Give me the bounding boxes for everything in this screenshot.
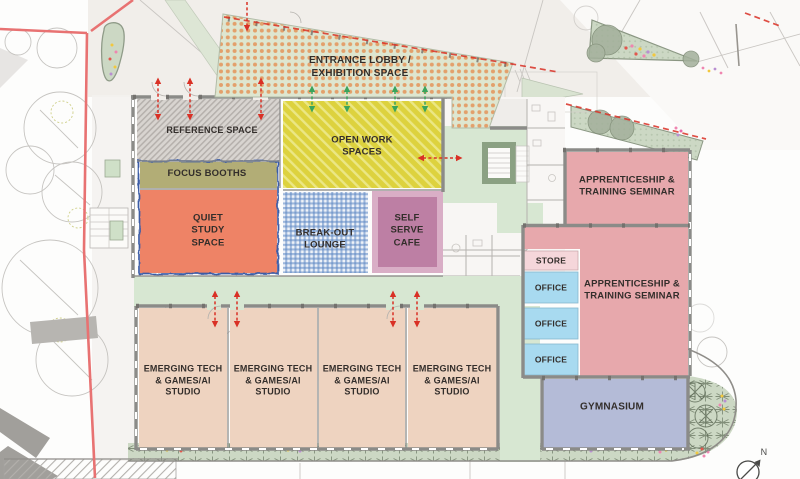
rooms-left-block xyxy=(137,99,443,275)
room-breakout-lounge xyxy=(283,192,368,273)
kerb-line xyxy=(128,339,737,462)
flower-bed xyxy=(100,22,125,82)
green-trees xyxy=(586,24,700,141)
compass-north-label: N xyxy=(760,447,768,457)
left-landscape xyxy=(0,5,728,479)
wall-details xyxy=(132,94,691,450)
room-studio-4 xyxy=(408,308,497,448)
room-open-work xyxy=(283,101,443,188)
label-studio-1: EMERGING TECH & GAMES/AI STUDIO xyxy=(143,363,223,397)
rooms-studios xyxy=(139,308,497,448)
room-entrance-lobby xyxy=(214,13,514,129)
label-store: STORE xyxy=(535,255,567,266)
red-dashed-lines xyxy=(223,12,781,140)
room-studio-2 xyxy=(230,308,317,448)
label-office-2: OFFICE xyxy=(534,318,568,329)
room-apprenticeship-2 xyxy=(523,226,688,376)
room-quiet-study xyxy=(140,190,277,273)
label-breakout-lounge: BREAK-OUT LOUNGE xyxy=(295,227,355,251)
room-studio-3 xyxy=(319,308,405,448)
entrance-lobby-zone xyxy=(214,13,514,129)
red-arrows xyxy=(154,2,463,328)
label-entrance-lobby: ENTRANCE LOBBY / EXHIBITION SPACE xyxy=(309,55,411,79)
room-studio-1 xyxy=(139,308,227,448)
label-gymnasium: GYMNASIUM xyxy=(579,401,645,413)
room-gymnasium xyxy=(542,379,688,449)
planter-bench xyxy=(109,220,124,241)
room-focus-booths xyxy=(140,162,277,188)
room-reference-space xyxy=(137,99,280,161)
site-boundary xyxy=(0,0,134,479)
existing-structure xyxy=(30,316,98,344)
planter-bench xyxy=(104,159,121,178)
label-reference-space: REFERENCE SPACE xyxy=(166,125,258,136)
compass-needle xyxy=(754,459,761,467)
corridor-green xyxy=(134,276,522,307)
room-apprenticeship-1 xyxy=(566,152,688,224)
room-office-2 xyxy=(523,307,579,340)
label-apprenticeship-2: APPRENTICESHIP & TRAINING SEMINAR xyxy=(584,278,680,302)
room-cafe-inner xyxy=(378,197,437,267)
label-studio-4: EMERGING TECH & GAMES/AI STUDIO xyxy=(412,363,492,397)
existing-building-1 xyxy=(0,408,50,458)
label-apprenticeship-1: APPRENTICESHIP & TRAINING SEMINAR xyxy=(579,174,675,198)
label-office-1: OFFICE xyxy=(534,282,568,293)
room-office-3 xyxy=(523,343,579,376)
label-office-3: OFFICE xyxy=(534,354,568,365)
label-focus-booths: FOCUS BOOTHS xyxy=(167,167,247,179)
paving-lines xyxy=(139,0,800,479)
label-studio-2: EMERGING TECH & GAMES/AI STUDIO xyxy=(233,363,313,397)
label-self-serve-cafe: SELF SERVE CAFE xyxy=(390,212,424,249)
hatched-paving xyxy=(3,458,177,479)
north-compass xyxy=(736,459,761,479)
rooms-right-building xyxy=(523,152,688,449)
label-open-work: OPEN WORK SPACES xyxy=(331,134,393,158)
label-studio-3: EMERGING TECH & GAMES/AI STUDIO xyxy=(322,363,402,397)
fixtures xyxy=(451,104,556,253)
label-quiet-study: QUIET STUDY SPACE xyxy=(191,212,225,249)
green-arrows xyxy=(308,85,429,113)
